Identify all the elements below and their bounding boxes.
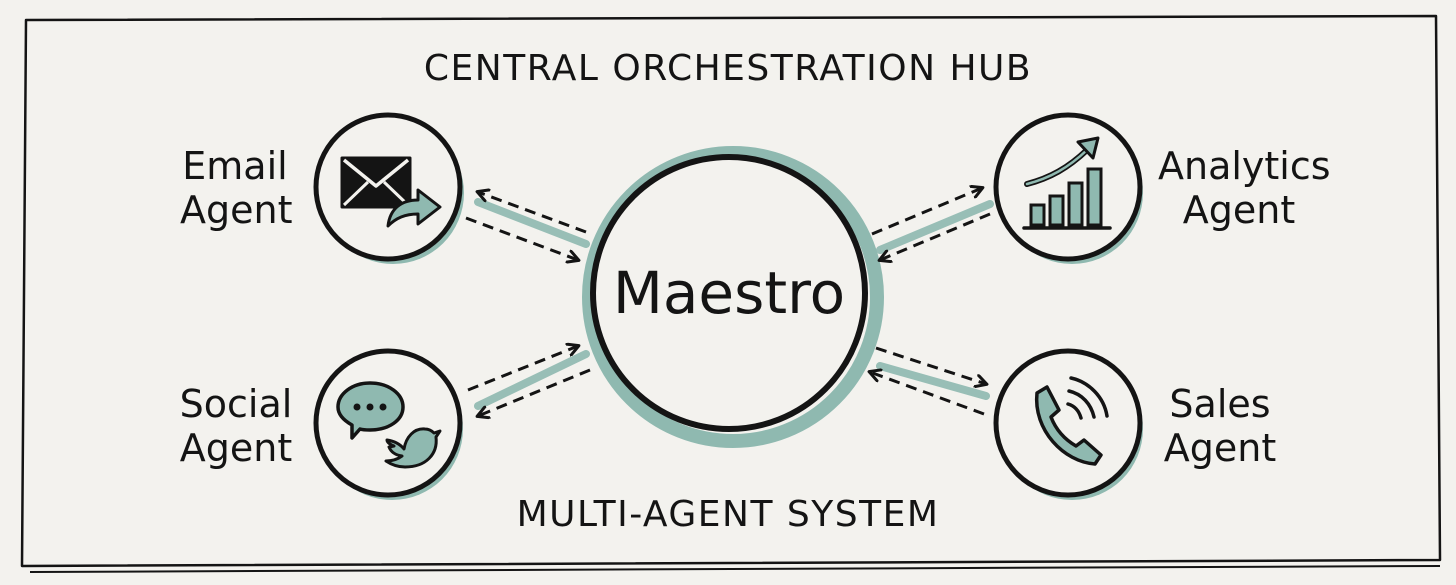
chat-bird-icon — [336, 381, 442, 469]
sales-agent-label: Sales Agent — [1160, 382, 1280, 470]
maestro-hub-circle — [582, 146, 884, 448]
email-agent-label: Email Agent — [180, 144, 293, 232]
arrow-social-hub — [467, 346, 591, 416]
analytics-agent-label: Analytics Agent — [1158, 144, 1331, 232]
social-agent-label-line2: Agent — [179, 426, 293, 470]
arrow-email-hub — [465, 192, 590, 260]
sales-agent-label-line2: Agent — [1163, 426, 1277, 470]
email-agent-node — [313, 112, 464, 264]
social-agent-label: Social Agent — [176, 382, 296, 470]
email-agent-label-line2: Agent — [180, 188, 293, 232]
diagram-title: CENTRAL ORCHESTRATION HUB — [423, 48, 1033, 89]
analytics-agent-label-line1: Analytics — [1158, 144, 1331, 188]
arrow-analytics-hub — [871, 188, 994, 260]
sales-agent-node — [993, 348, 1143, 500]
sales-agent-label-line1: Sales — [1169, 382, 1271, 426]
email-agent-label-line1: Email — [182, 144, 288, 188]
arrow-sales-hub — [870, 346, 990, 416]
analytics-agent-label-line2: Agent — [1182, 188, 1296, 232]
analytics-agent-node — [993, 112, 1143, 264]
bar-chart-trend-icon — [1022, 136, 1112, 230]
social-agent-label-line1: Social — [179, 382, 293, 426]
phone-call-icon — [1035, 376, 1109, 466]
envelope-send-icon — [340, 156, 442, 228]
frame-border — [20, 14, 1442, 573]
diagram-subtitle: MULTI-AGENT SYSTEM — [516, 494, 940, 535]
hub-label: Maestro — [612, 259, 846, 327]
social-agent-node — [313, 348, 463, 500]
